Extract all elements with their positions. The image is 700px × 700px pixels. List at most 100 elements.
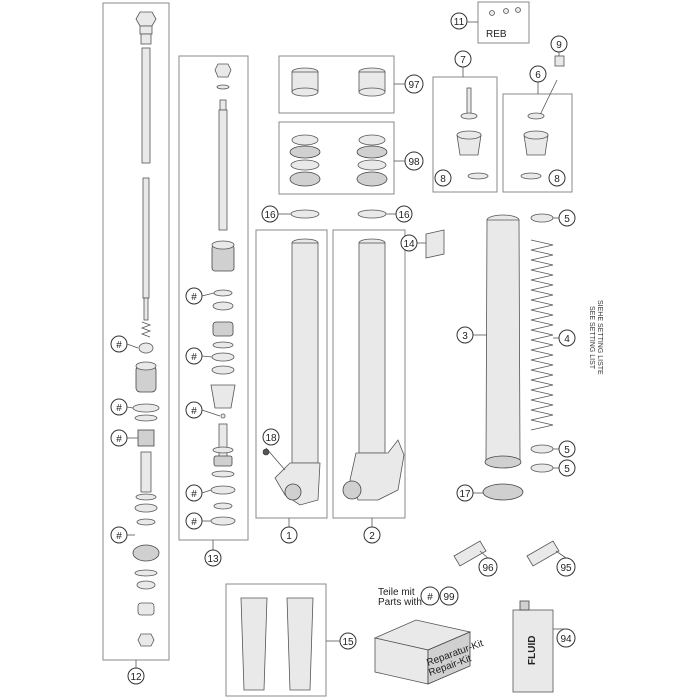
- callout-8b: 8: [548, 169, 566, 187]
- svg-text:#: #: [191, 292, 197, 303]
- hash-marker-12-d: #: [110, 526, 128, 544]
- hash-marker-13-d: #: [185, 484, 203, 502]
- hash-marker-12-b: #: [110, 398, 128, 416]
- svg-text:95: 95: [560, 563, 572, 574]
- svg-text:16: 16: [398, 210, 410, 221]
- frame-13: [178, 55, 249, 541]
- ring-16-right: [357, 209, 387, 219]
- callout-95: 95: [556, 557, 576, 577]
- callout-16a: 16: [261, 205, 279, 223]
- svg-text:97: 97: [408, 80, 420, 91]
- callout-96: 96: [478, 557, 498, 577]
- callout-11: 11: [450, 12, 468, 30]
- svg-text:#: #: [116, 403, 122, 414]
- teile-mit-text: Teile mit: [378, 587, 415, 598]
- svg-text:99: 99: [443, 592, 455, 603]
- ring-16-left: [290, 209, 320, 219]
- svg-text:#: #: [116, 434, 122, 445]
- svg-text:11: 11: [454, 17, 465, 28]
- callout-9: 9: [550, 35, 568, 53]
- leader-lines: [126, 21, 567, 668]
- frame-6: [502, 93, 573, 193]
- repair-kit-box: Reparatur-Kit Repair-Kit: [373, 619, 485, 685]
- svg-text:#: #: [191, 489, 197, 500]
- svg-text:5: 5: [564, 464, 570, 475]
- reb-label: REB: [486, 29, 507, 40]
- svg-text:6: 6: [535, 70, 541, 81]
- part-group-1: [262, 238, 321, 506]
- callout-4: 4: [558, 329, 576, 347]
- svg-text:98: 98: [408, 157, 420, 168]
- hash-marker-13-b: #: [185, 347, 203, 365]
- svg-text:17: 17: [459, 489, 471, 500]
- callout-12: 12: [127, 667, 145, 685]
- part-group-2: [342, 238, 405, 501]
- part-group-3: [484, 214, 522, 469]
- callout-6: 6: [529, 65, 547, 83]
- svg-text:18: 18: [265, 433, 277, 444]
- part-group-98: [289, 134, 388, 187]
- part-group-12: [132, 11, 160, 647]
- frame-15: [225, 583, 327, 697]
- svg-text:14: 14: [403, 239, 415, 250]
- callout-18: 18: [262, 428, 280, 446]
- callout-97: 97: [404, 74, 424, 94]
- tube-95: [526, 540, 560, 567]
- svg-text:16: 16: [264, 210, 276, 221]
- callout-7: 7: [454, 50, 472, 68]
- hash-marker-13-c: #: [185, 401, 203, 419]
- callout-8a: 8: [434, 169, 452, 187]
- washer-5b: [530, 444, 554, 454]
- callout-13: 13: [204, 549, 222, 567]
- callout-99: 99: [439, 586, 459, 606]
- part-group-15: [240, 597, 314, 691]
- hash-marker-12-a: #: [110, 335, 128, 353]
- part-17: [482, 483, 524, 501]
- frame-97: [278, 55, 395, 114]
- frame-1: [255, 229, 328, 519]
- frame-12: [102, 2, 170, 661]
- callout-2: 2: [363, 526, 381, 544]
- frame-7: [432, 76, 498, 193]
- svg-text:2: 2: [369, 531, 375, 542]
- spring-4: [530, 239, 554, 431]
- svg-text:#: #: [191, 517, 197, 528]
- svg-text:4: 4: [564, 334, 570, 345]
- callout-94: 94: [556, 628, 576, 648]
- svg-text:15: 15: [342, 637, 354, 648]
- parts-with-text: Parts with: [378, 597, 422, 608]
- callout-5c: 5: [558, 459, 576, 477]
- callout-3: 3: [456, 326, 474, 344]
- tube-96: [453, 540, 487, 567]
- frame-11: [477, 1, 530, 44]
- svg-text:#: #: [427, 592, 433, 603]
- callout-98: 98: [404, 151, 424, 171]
- callout-14: 14: [400, 234, 418, 252]
- setting-text-en: SEE SETTING LIST: [588, 306, 595, 370]
- part-group-11: REB: [486, 7, 521, 40]
- svg-text:12: 12: [130, 672, 142, 683]
- fluid-can: FLUID: [512, 600, 554, 693]
- clip-14: [425, 229, 445, 259]
- svg-text:3: 3: [462, 331, 468, 342]
- part-group-6: [520, 55, 565, 180]
- callout-5b: 5: [558, 440, 576, 458]
- washer-5a: [530, 213, 554, 223]
- fluid-label: FLUID: [527, 636, 538, 665]
- callout-hash-99: #: [420, 586, 440, 606]
- callout-17: 17: [456, 484, 474, 502]
- part-group-13: [210, 63, 236, 526]
- svg-text:7: 7: [460, 55, 466, 66]
- hash-marker-13-e: #: [185, 512, 203, 530]
- callout-16b: 16: [395, 205, 413, 223]
- svg-text:#: #: [116, 531, 122, 542]
- setting-text-de: SIEHE SETTING LISTE: [596, 300, 603, 375]
- frame-98: [278, 121, 395, 195]
- svg-text:#: #: [116, 340, 122, 351]
- frame-2: [332, 229, 406, 519]
- svg-text:96: 96: [482, 563, 494, 574]
- svg-text:8: 8: [554, 174, 560, 185]
- svg-text:#: #: [191, 406, 197, 417]
- svg-text:13: 13: [207, 554, 219, 565]
